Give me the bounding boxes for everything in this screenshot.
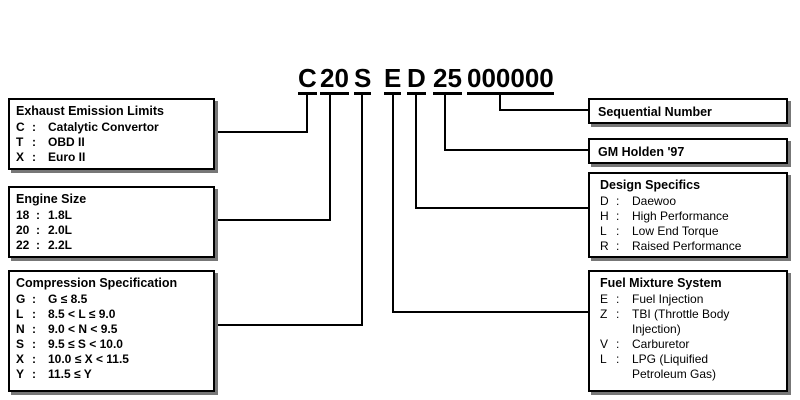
list-item: L:8.5 < L ≤ 9.0 xyxy=(16,307,116,321)
gm-holden-title: GM Holden '97 xyxy=(598,145,685,159)
code-compression: S xyxy=(354,63,372,95)
connector-sequential xyxy=(499,95,588,111)
list-item: T:OBD II xyxy=(16,135,85,149)
compression-spec-box: Compression Specification G:G ≤ 8.5 L:8.… xyxy=(8,270,215,392)
connector-fuel xyxy=(392,95,588,313)
design-title: Design Specifics xyxy=(600,178,701,192)
engine-size-title: Engine Size xyxy=(16,192,87,206)
list-item: E:Fuel Injection xyxy=(600,292,704,306)
list-item: V:Carburetor xyxy=(600,337,690,351)
fuel-title: Fuel Mixture System xyxy=(600,276,722,290)
list-item: R:Raised Performance xyxy=(600,239,742,253)
list-item: 18:1.8L xyxy=(16,208,73,222)
list-item: L:Low End Torque xyxy=(600,224,719,238)
list-item: 20:2.0L xyxy=(16,223,73,237)
connector-engine xyxy=(215,95,331,221)
list-item: C:Catalytic Convertor xyxy=(16,120,159,134)
list-item: N:9.0 < N < 9.5 xyxy=(16,322,118,336)
list-item: D:Daewoo xyxy=(600,194,677,208)
list-item: 22:2.2L xyxy=(16,238,73,252)
list-item: Z:TBI (Throttle Body Injection) xyxy=(600,307,730,336)
exhaust-emission-box: Exhaust Emission Limits C:Catalytic Conv… xyxy=(8,98,215,170)
connector-design xyxy=(415,95,588,209)
compression-title: Compression Specification xyxy=(16,276,178,290)
fuel-mixture-box: Fuel Mixture System E:Fuel Injection Z:T… xyxy=(588,270,788,392)
code-engine: 20 xyxy=(320,63,349,95)
list-item: X:10.0 ≤ X < 11.5 xyxy=(16,352,129,366)
design-specifics-box: Design Specifics D:Daewoo H:High Perform… xyxy=(588,172,788,258)
list-item: Y:11.5 ≤ Y xyxy=(16,367,92,381)
code-fuel: E xyxy=(384,63,402,95)
code-design: D xyxy=(407,63,426,95)
gm-holden-box: GM Holden '97 xyxy=(588,138,788,164)
code-sequence: 000000 xyxy=(467,63,554,95)
list-item: X:Euro II xyxy=(16,150,86,164)
sequential-number-title: Sequential Number xyxy=(598,105,712,119)
connector-compression xyxy=(215,95,363,326)
list-item: S:9.5 ≤ S < 10.0 xyxy=(16,337,123,351)
sequential-number-box: Sequential Number xyxy=(588,98,788,124)
list-item: L:LPG (Liquified Petroleum Gas) xyxy=(600,352,717,381)
exhaust-title: Exhaust Emission Limits xyxy=(16,104,164,118)
list-item: H:High Performance xyxy=(600,209,729,223)
engine-size-box: Engine Size 18:1.8L 20:2.0L 22:2.2L xyxy=(8,186,215,258)
connector-holden xyxy=(444,95,588,151)
code-maker: 25 xyxy=(433,63,462,95)
code-exhaust: C xyxy=(298,63,317,95)
connector-exhaust xyxy=(215,95,308,133)
list-item: G:G ≤ 8.5 xyxy=(16,292,88,306)
